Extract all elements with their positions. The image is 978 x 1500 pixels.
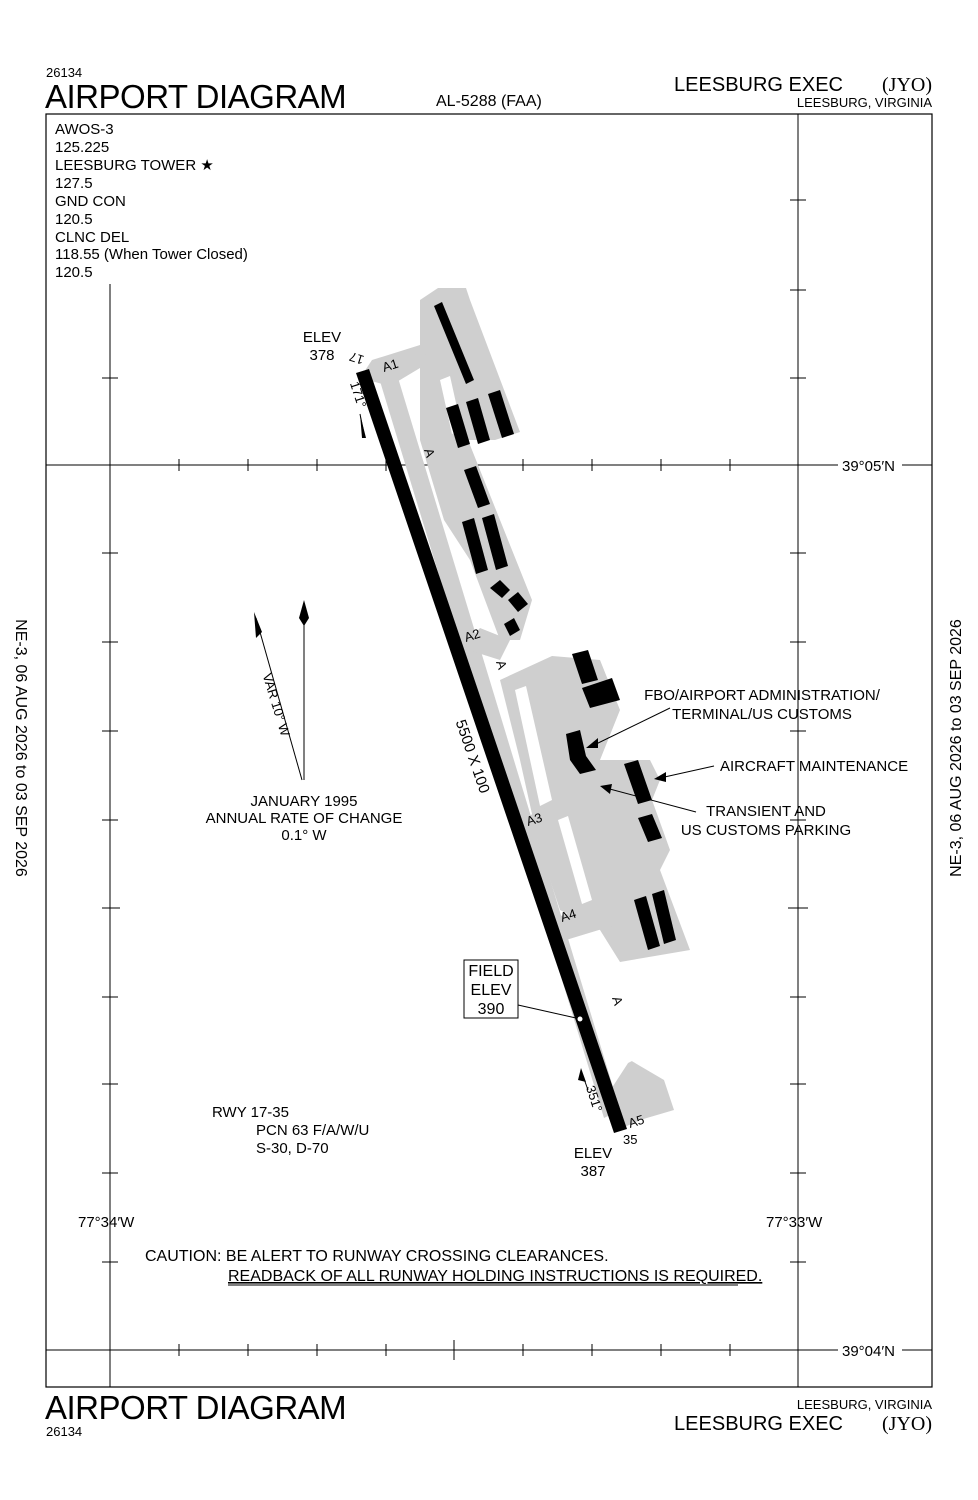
taxiway-label-a4: A4 xyxy=(558,906,578,925)
comms-frequencies: AWOS-3 125.225 LEESBURG TOWER ★ 127.5 GN… xyxy=(55,121,248,281)
hangar-building xyxy=(482,514,508,570)
runway-strength: S-30, D-70 xyxy=(256,1140,329,1157)
magnetic-variation: VAR 10° W xyxy=(254,600,309,781)
hangar-building xyxy=(434,302,474,384)
caution-line1: CAUTION: BE ALERT TO RUNWAY CROSSING CLE… xyxy=(145,1248,609,1265)
t-hangar xyxy=(508,592,528,612)
page-title-bottom: AIRPORT DIAGRAM xyxy=(45,1389,346,1426)
maintenance-hangar xyxy=(624,760,652,804)
hangar-building xyxy=(464,466,490,508)
callout-transient-line2: US CUSTOMS PARKING xyxy=(681,822,851,839)
callout-maintenance: AIRCRAFT MAINTENANCE xyxy=(720,758,908,775)
true-north-arrow xyxy=(299,600,309,626)
field-elev-value: 390 xyxy=(478,1001,505,1018)
field-elev-line1: FIELD xyxy=(468,963,513,980)
chart-number-bottom: 26134 xyxy=(46,1424,82,1439)
elev-south-label: ELEV xyxy=(574,1145,612,1162)
comms-line: LEESBURG TOWER ★ xyxy=(55,157,214,174)
taxiway-a1 xyxy=(360,345,430,386)
airport-name-bottom: LEESBURG EXEC xyxy=(674,1413,843,1435)
callout-fbo-line1: FBO/AIRPORT ADMINISTRATION/ xyxy=(644,687,881,704)
variation-rate-value: 0.1° W xyxy=(281,827,327,844)
comms-line: 118.55 (When Tower Closed) xyxy=(55,246,248,263)
hangar-building xyxy=(638,814,662,842)
taxiway-a5 xyxy=(604,1060,674,1130)
airport-code-top: (JYO) xyxy=(882,74,932,96)
elev-south-value: 387 xyxy=(580,1163,605,1180)
page-title-top: AIRPORT DIAGRAM xyxy=(45,78,346,115)
runway-data-title: RWY 17-35 xyxy=(212,1104,289,1121)
runway-pcn: PCN 63 F/A/W/U xyxy=(256,1122,369,1139)
magnetic-north-arrow xyxy=(254,612,262,638)
taxiway-label-a5: A5 xyxy=(626,1112,646,1131)
graticule xyxy=(46,114,932,1387)
taxiway-label-a2: A2 xyxy=(462,626,482,645)
comms-line: GND CON xyxy=(55,193,126,210)
taxiway-a2 xyxy=(462,628,510,660)
effective-dates-left: NE-3, 06 AUG 2026 to 03 SEP 2026 xyxy=(12,619,29,877)
hangar-building xyxy=(652,890,676,944)
hangar-building xyxy=(466,398,490,444)
caution-line2: READBACK OF ALL RUNWAY HOLDING INSTRUCTI… xyxy=(228,1268,762,1285)
elev-north-label: ELEV xyxy=(303,329,341,346)
t-hangar xyxy=(490,580,510,598)
latitude-north-label: 39°05′N xyxy=(842,458,895,475)
effective-dates-right: NE-3, 06 AUG 2026 to 03 SEP 2026 xyxy=(948,619,965,877)
longitude-east-label: 77°33′W xyxy=(766,1214,823,1231)
elev-north-value: 378 xyxy=(309,347,334,364)
comms-line: 125.225 xyxy=(55,139,109,156)
t-hangar xyxy=(504,618,520,636)
chart-number-top: 26134 xyxy=(46,65,82,80)
hangar-building xyxy=(462,518,488,574)
buildings xyxy=(434,302,676,950)
field-elev-box xyxy=(463,959,519,1019)
runway-17-number: 17 xyxy=(347,349,365,368)
field-elev-point xyxy=(577,1016,583,1022)
taxiway-label-a: A xyxy=(493,658,510,671)
variation-date: JANUARY 1995 xyxy=(250,793,357,810)
hangar-building xyxy=(446,404,470,448)
comms-line: 127.5 xyxy=(55,175,93,192)
hangar-building xyxy=(634,896,660,950)
terminal-building xyxy=(566,730,596,774)
runway-35-number: 35 xyxy=(623,1132,637,1147)
comms-line: CLNC DEL xyxy=(55,229,129,246)
location-top: LEESBURG, VIRGINIA xyxy=(797,95,932,110)
field-elev-line2: ELEV xyxy=(471,982,512,999)
chart-frame xyxy=(45,113,933,1388)
callout-transient-line1: TRANSIENT AND xyxy=(706,803,826,820)
taxiway-label-a1: A1 xyxy=(380,356,400,375)
comms-line: 120.5 xyxy=(55,211,93,228)
taxiway-label-a3: A3 xyxy=(524,810,544,829)
variation-rate-label: ANNUAL RATE OF CHANGE xyxy=(206,810,403,827)
procedure-id: AL-5288 (FAA) xyxy=(436,93,542,110)
callout-fbo-line2: TERMINAL/US CUSTOMS xyxy=(672,706,852,723)
airport-name-top: LEESBURG EXEC xyxy=(674,74,843,96)
main-apron xyxy=(500,656,690,962)
location-bottom: LEESBURG, VIRGINIA xyxy=(797,1397,932,1412)
hangar-building xyxy=(582,678,620,708)
variation-label: VAR 10° W xyxy=(260,671,294,738)
taxiway-a4 xyxy=(556,900,612,940)
taxiway-a3 xyxy=(520,806,560,842)
comms-line: 120.5 xyxy=(55,264,93,281)
taxiway-a xyxy=(376,358,620,1118)
hangar-building xyxy=(488,390,514,438)
longitude-west-label: 77°34′W xyxy=(78,1214,135,1231)
latitude-south-label: 39°04′N xyxy=(842,1343,895,1360)
airport-code-bottom: (JYO) xyxy=(882,1413,932,1435)
runway-17-35 xyxy=(356,369,627,1133)
fbo-building xyxy=(572,650,598,684)
comms-line: AWOS-3 xyxy=(55,121,114,138)
